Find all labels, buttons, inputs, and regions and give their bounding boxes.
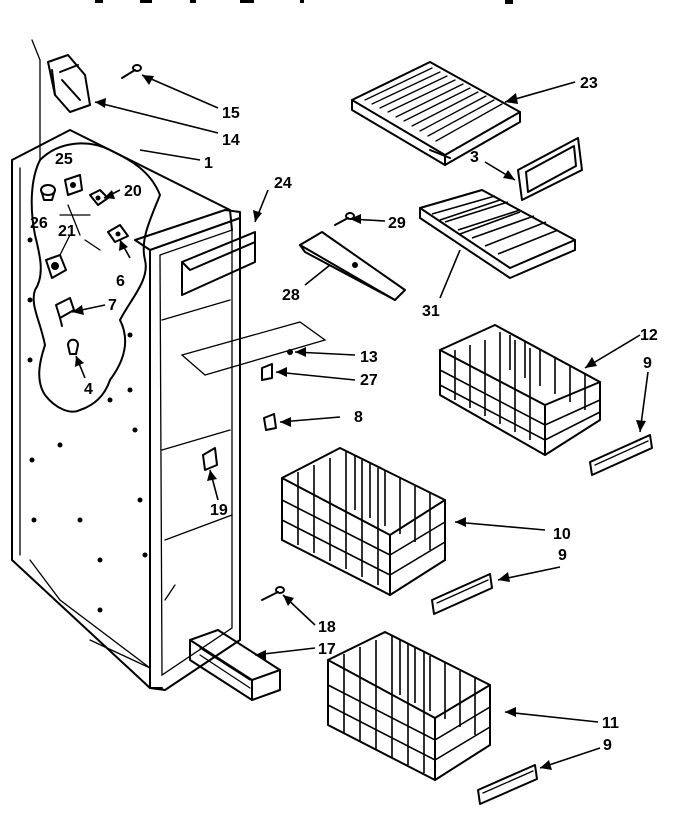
callout-25: 25	[55, 151, 73, 168]
callout-13: 13	[360, 349, 378, 366]
part-24-trim	[181, 231, 256, 296]
part-9-slide-middle	[431, 573, 493, 615]
callout-17: 17	[318, 641, 336, 658]
callout-9-lower: 9	[603, 737, 612, 754]
freezer-liner	[11, 129, 241, 691]
callout-11: 11	[602, 715, 619, 732]
part-25-knob	[40, 184, 56, 201]
callout-29: 29	[388, 215, 406, 232]
callout-15: 15	[222, 105, 240, 122]
callout-14: 14	[222, 132, 240, 149]
part-11-lower-basket	[327, 631, 491, 781]
part-23-shelf	[351, 61, 521, 166]
leader-arrowheads	[72, 75, 646, 770]
callout-9-upper: 9	[643, 355, 652, 372]
part-3-shelf-frame	[517, 137, 583, 201]
part-17-grille	[189, 629, 281, 701]
part-19-bracket	[202, 447, 218, 471]
callout-6: 6	[116, 273, 125, 290]
part-7-light-socket	[55, 297, 75, 327]
callout-28: 28	[282, 287, 300, 304]
callout-31: 31	[422, 303, 440, 320]
callout-20: 20	[124, 183, 142, 200]
callout-3: 3	[470, 149, 479, 166]
part-27-clip	[261, 363, 273, 381]
part-18-screw	[261, 586, 285, 601]
part-28-shelf-bracket	[299, 231, 406, 301]
callout-23: 23	[580, 75, 598, 92]
callout-labels: 23 15 14 1 25 26 20 3 24 21 6 29 7 28 31…	[30, 75, 658, 754]
callout-9-middle: 9	[558, 547, 567, 564]
part-13-label	[180, 321, 327, 376]
callout-19: 19	[210, 502, 228, 519]
callout-4: 4	[84, 381, 93, 398]
callout-10: 10	[553, 526, 571, 543]
part-8-clip	[263, 413, 277, 431]
part-10-middle-basket	[281, 447, 446, 596]
part-15-screw	[121, 64, 142, 79]
scan-marks	[95, 0, 513, 4]
callout-26: 26	[30, 215, 48, 232]
part-9-slide-upper	[589, 434, 653, 476]
callout-18: 18	[318, 619, 336, 636]
part-21-thermostat	[45, 234, 71, 279]
part-26-switch	[64, 174, 83, 196]
callout-24: 24	[274, 175, 292, 192]
callout-7: 7	[108, 297, 117, 314]
callout-27: 27	[360, 372, 378, 389]
part-14-hinge-cover	[31, 39, 91, 161]
part-4-bulb	[67, 338, 79, 355]
callout-21: 21	[58, 223, 76, 240]
callout-12: 12	[640, 327, 658, 344]
part-12-upper-basket	[439, 324, 601, 456]
part-31-wire-shelf	[419, 189, 576, 279]
control-components	[40, 174, 129, 355]
callout-1: 1	[204, 155, 213, 172]
part-9-slide-lower	[477, 764, 538, 805]
part-6-bracket	[107, 224, 129, 243]
callout-8: 8	[354, 409, 363, 426]
